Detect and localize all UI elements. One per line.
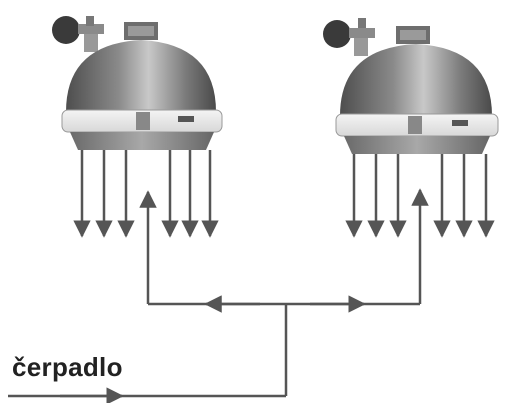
valve-knob-icon <box>52 16 80 44</box>
outlet-arrows-left <box>73 150 219 238</box>
valve-knob-icon <box>323 20 351 48</box>
manifold-left <box>52 16 223 150</box>
manifold-right <box>323 18 499 154</box>
feed-lines <box>8 188 429 403</box>
manifold-base <box>344 136 490 154</box>
outlet-arrows-right <box>345 154 495 238</box>
manifold-dome <box>340 44 492 116</box>
pump-label: čerpadlo <box>12 352 123 382</box>
manifold-base <box>70 132 214 150</box>
manifold-dome <box>66 40 216 112</box>
